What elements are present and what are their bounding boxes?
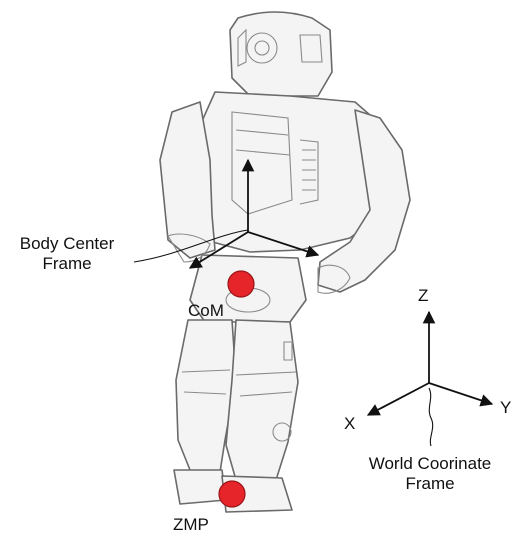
- world-frame-label-line2: Frame: [355, 474, 505, 494]
- world-frame-label: World Coorinate Frame: [355, 454, 505, 494]
- world-x-axis: [368, 383, 429, 415]
- body-frame-label-line1: Body Center: [2, 234, 132, 254]
- zmp-marker: [219, 481, 245, 507]
- world-x-label: X: [344, 414, 355, 434]
- world-y-label: Y: [500, 398, 511, 418]
- com-label: CoM: [188, 301, 224, 321]
- world-z-label: Z: [418, 286, 428, 306]
- body-frame-axes: [190, 160, 318, 268]
- world-y-axis: [429, 383, 492, 404]
- world-frame-leader: [429, 388, 433, 446]
- com-marker: [228, 271, 254, 297]
- body-frame-leader: [134, 230, 248, 262]
- world-frame-label-line1: World Coorinate: [355, 454, 505, 474]
- body-frame-label-line2: Frame: [2, 254, 132, 274]
- body-frame-y-axis: [248, 232, 318, 255]
- body-frame-label: Body Center Frame: [2, 234, 132, 274]
- zmp-label: ZMP: [173, 515, 209, 535]
